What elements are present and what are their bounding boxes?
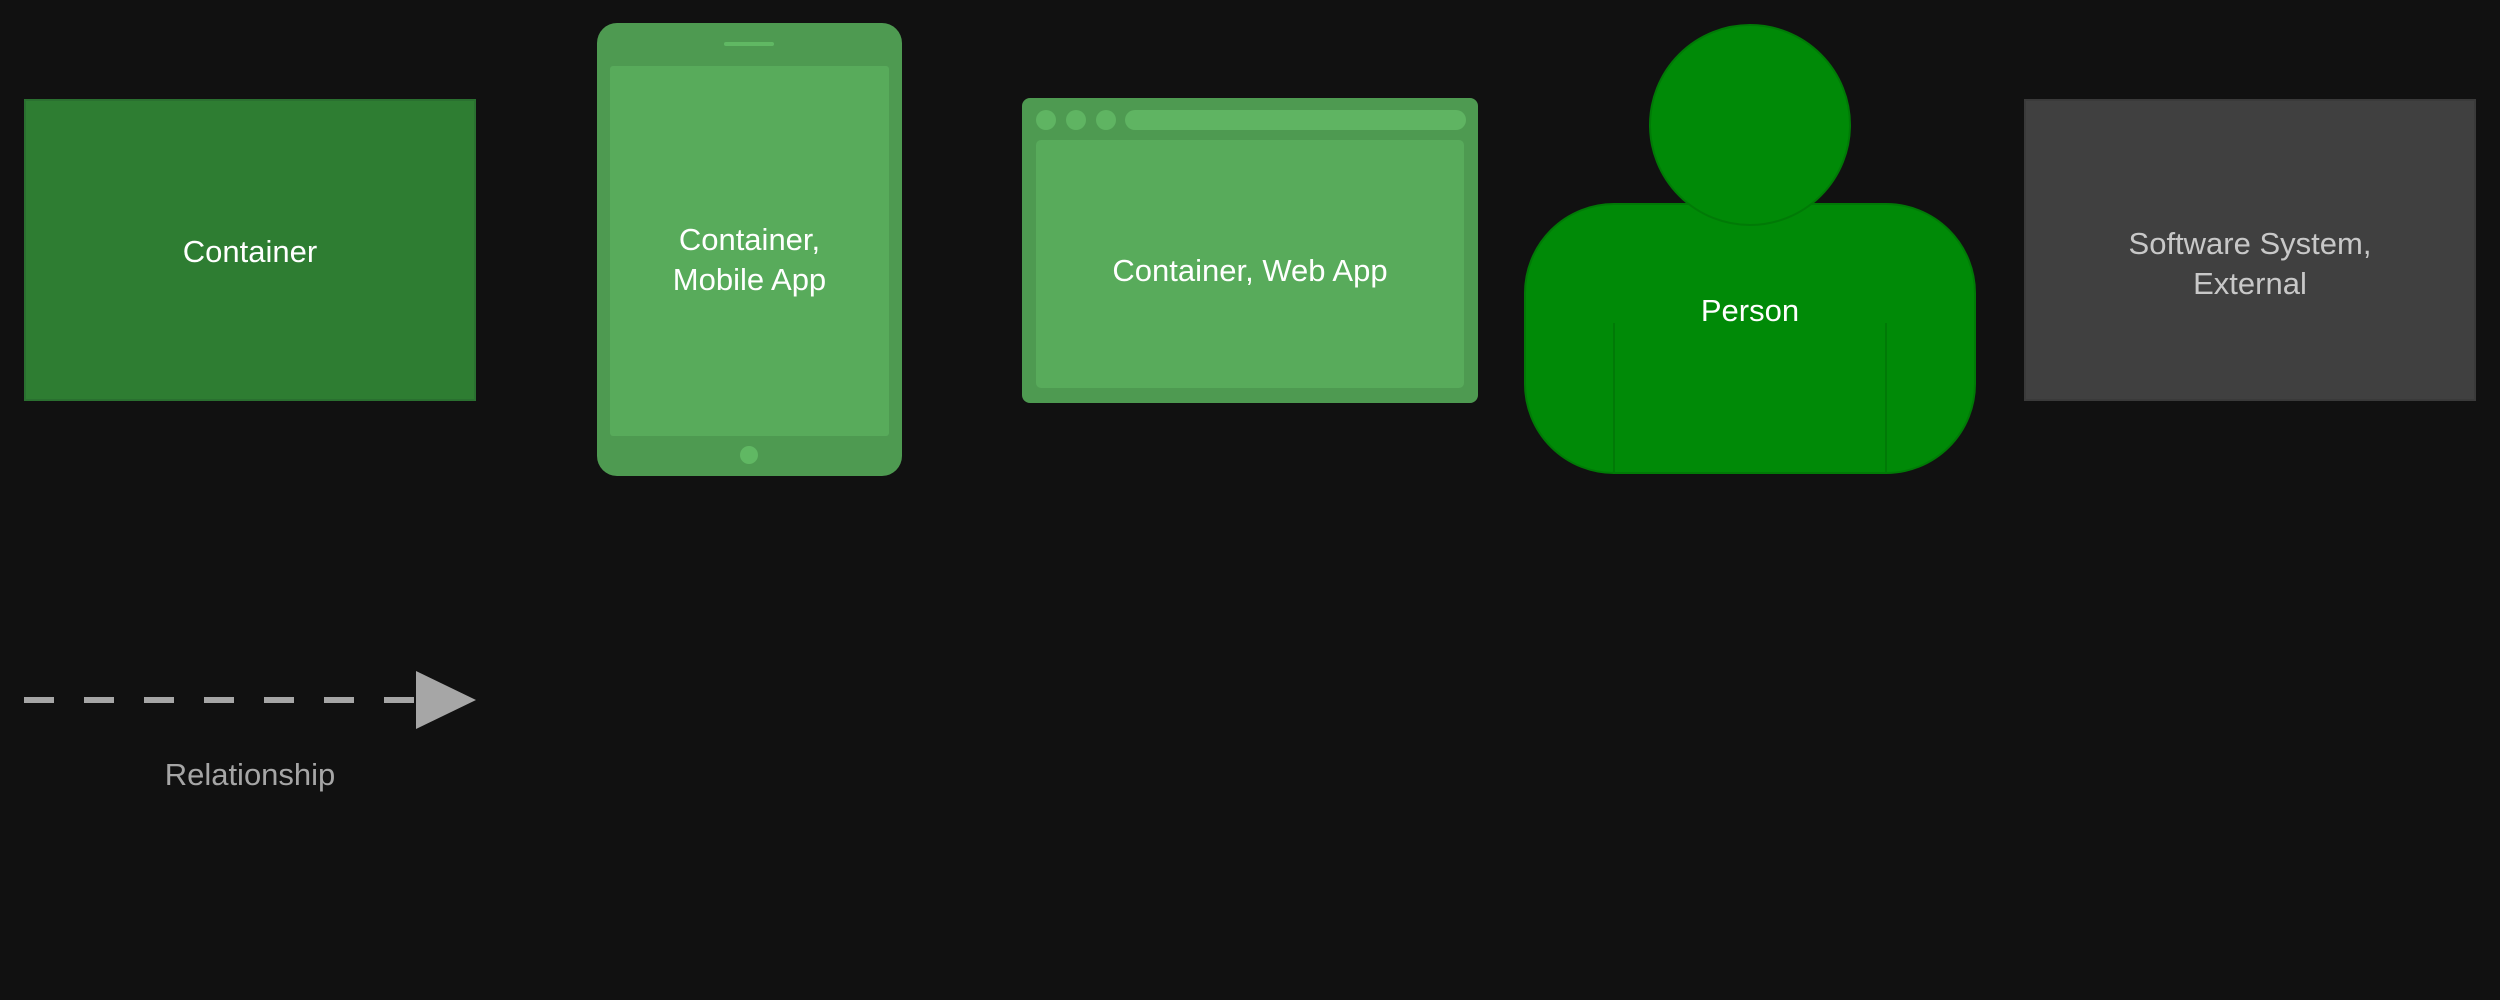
browser-dot-icon <box>1096 110 1116 130</box>
relationship-label: Relationship <box>164 757 336 792</box>
external-system-label: Software System, External <box>2128 226 2372 301</box>
mobile-speaker-icon <box>724 42 774 46</box>
mobile-app-container-element[interactable]: Container, Mobile App <box>597 23 902 476</box>
person-body-shape <box>1524 203 1976 474</box>
person-element[interactable]: Person <box>1524 23 1976 475</box>
browser-viewport <box>1036 140 1464 388</box>
browser-dot-icon <box>1036 110 1056 130</box>
relationship-arrowhead-icon <box>416 671 476 729</box>
browser-address-bar <box>1125 110 1466 130</box>
person-arm-line <box>1885 323 1887 474</box>
person-arm-line <box>1613 323 1615 474</box>
container-element[interactable]: Container <box>24 99 476 401</box>
relationship-arrow[interactable] <box>24 665 476 735</box>
person-label: Person <box>1700 293 1800 328</box>
mobile-home-button-icon <box>740 446 758 464</box>
mobile-app-label: Container, Mobile App <box>672 222 827 297</box>
mobile-screen <box>610 66 889 436</box>
browser-dot-icon <box>1066 110 1086 130</box>
container-label: Container <box>182 234 318 269</box>
web-app-label: Container, Web App <box>1112 253 1388 288</box>
web-app-container-element[interactable]: Container, Web App <box>1022 98 1478 403</box>
external-software-system-element[interactable]: Software System, External <box>2024 99 2476 401</box>
person-head-shape <box>1649 24 1851 226</box>
